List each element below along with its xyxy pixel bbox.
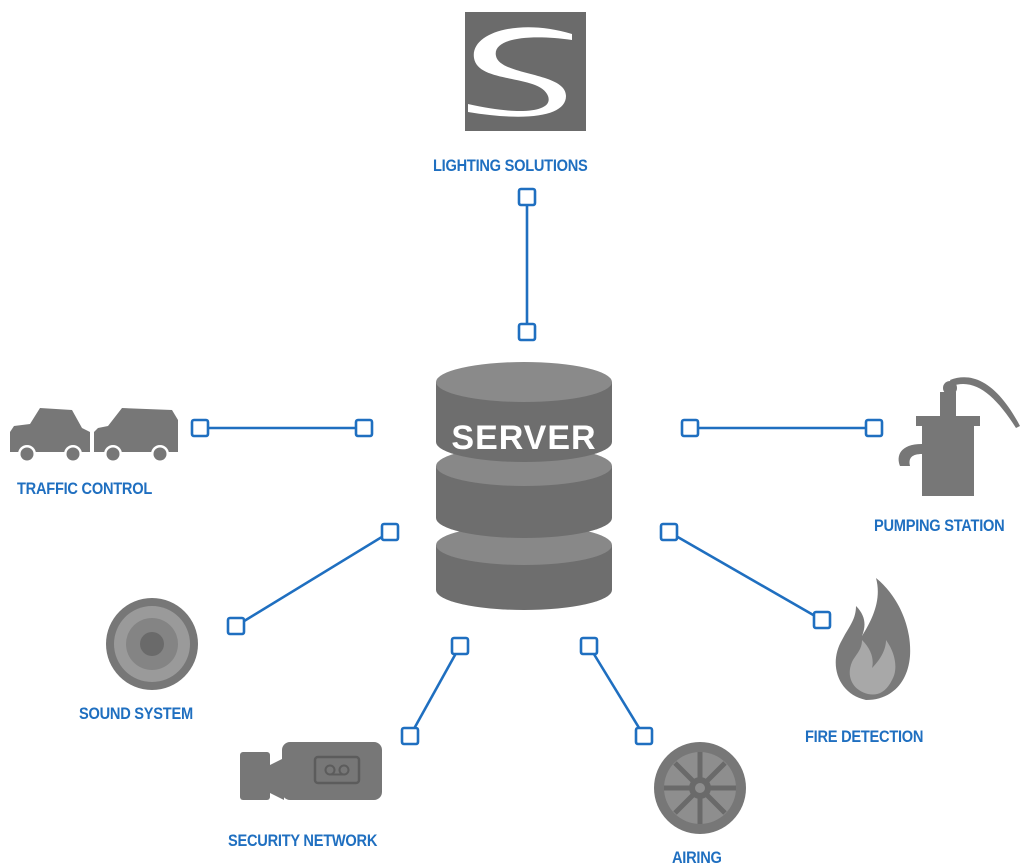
speaker-icon (106, 598, 198, 690)
server-database-icon: SERVER (436, 362, 612, 610)
node-airing-server (579, 636, 599, 656)
node-pumping-right (864, 418, 884, 438)
connector-nodes (190, 187, 884, 746)
label-airing: AIRING (672, 848, 722, 867)
label-fire-detection: FIRE DETECTION (805, 727, 924, 746)
node-traffic-right (354, 418, 374, 438)
node-fire-server (659, 522, 679, 542)
cars-icon (10, 408, 178, 463)
node-sound-server (380, 522, 400, 542)
node-pumping-left (680, 418, 700, 438)
node-security-server (450, 636, 470, 656)
node-lighting-top (517, 187, 537, 207)
node-sound-device (226, 616, 246, 636)
label-security-network: SECURITY NETWORK (228, 831, 378, 850)
water-pump-icon (898, 377, 1020, 496)
label-sound-system: SOUND SYSTEM (79, 704, 193, 723)
connector-fire (668, 530, 823, 622)
connector-sound (235, 530, 391, 628)
connectors (200, 197, 874, 737)
label-lighting-solutions: LIGHTING SOLUTIONS (433, 156, 588, 175)
fan-icon (654, 742, 746, 834)
lighting-s-logo-icon (465, 12, 586, 131)
camera-icon (240, 742, 382, 800)
connector-security (408, 645, 462, 737)
connector-airing (587, 645, 646, 737)
node-airing-device (634, 726, 654, 746)
node-traffic-left (190, 418, 210, 438)
node-lighting-bottom (517, 322, 537, 342)
label-traffic-control: TRAFFIC CONTROL (17, 479, 153, 498)
label-pumping-station: PUMPING STATION (874, 516, 1005, 535)
node-security-device (400, 726, 420, 746)
node-fire-device (812, 610, 832, 630)
server-label: SERVER (451, 419, 596, 457)
flame-icon (835, 578, 911, 700)
